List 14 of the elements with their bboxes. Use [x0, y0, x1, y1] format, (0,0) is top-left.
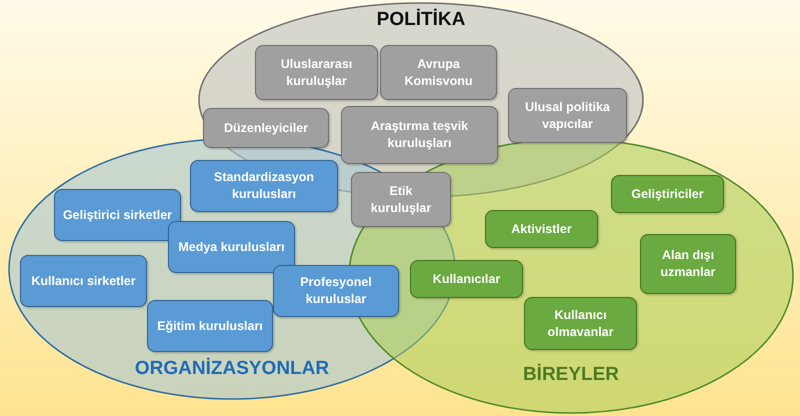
category-box: Geliştiriciler — [611, 175, 724, 213]
category-box: Kullanıcı olmavanlar — [524, 297, 637, 350]
category-box: Etik kuruluşlar — [351, 172, 451, 227]
group-heading: BİREYLER — [522, 364, 620, 386]
category-box: Geliştirici sirketler — [54, 189, 181, 241]
group-heading: ORGANİZASYONLAR — [134, 358, 330, 380]
group-heading: POLİTİKA — [376, 8, 466, 31]
category-box: Alan dışı uzmanlar — [640, 234, 736, 294]
category-box: Medya kurulusları — [168, 221, 295, 273]
category-box: Avrupa Komisvonu — [380, 45, 497, 100]
category-box: Araştırma teşvik kuruluşları — [341, 106, 498, 164]
category-box: Uluslararası kuruluşlar — [255, 45, 378, 100]
category-box: Kullanıcı sirketler — [20, 255, 147, 307]
category-box: Eğitim kurulusları — [147, 300, 273, 352]
